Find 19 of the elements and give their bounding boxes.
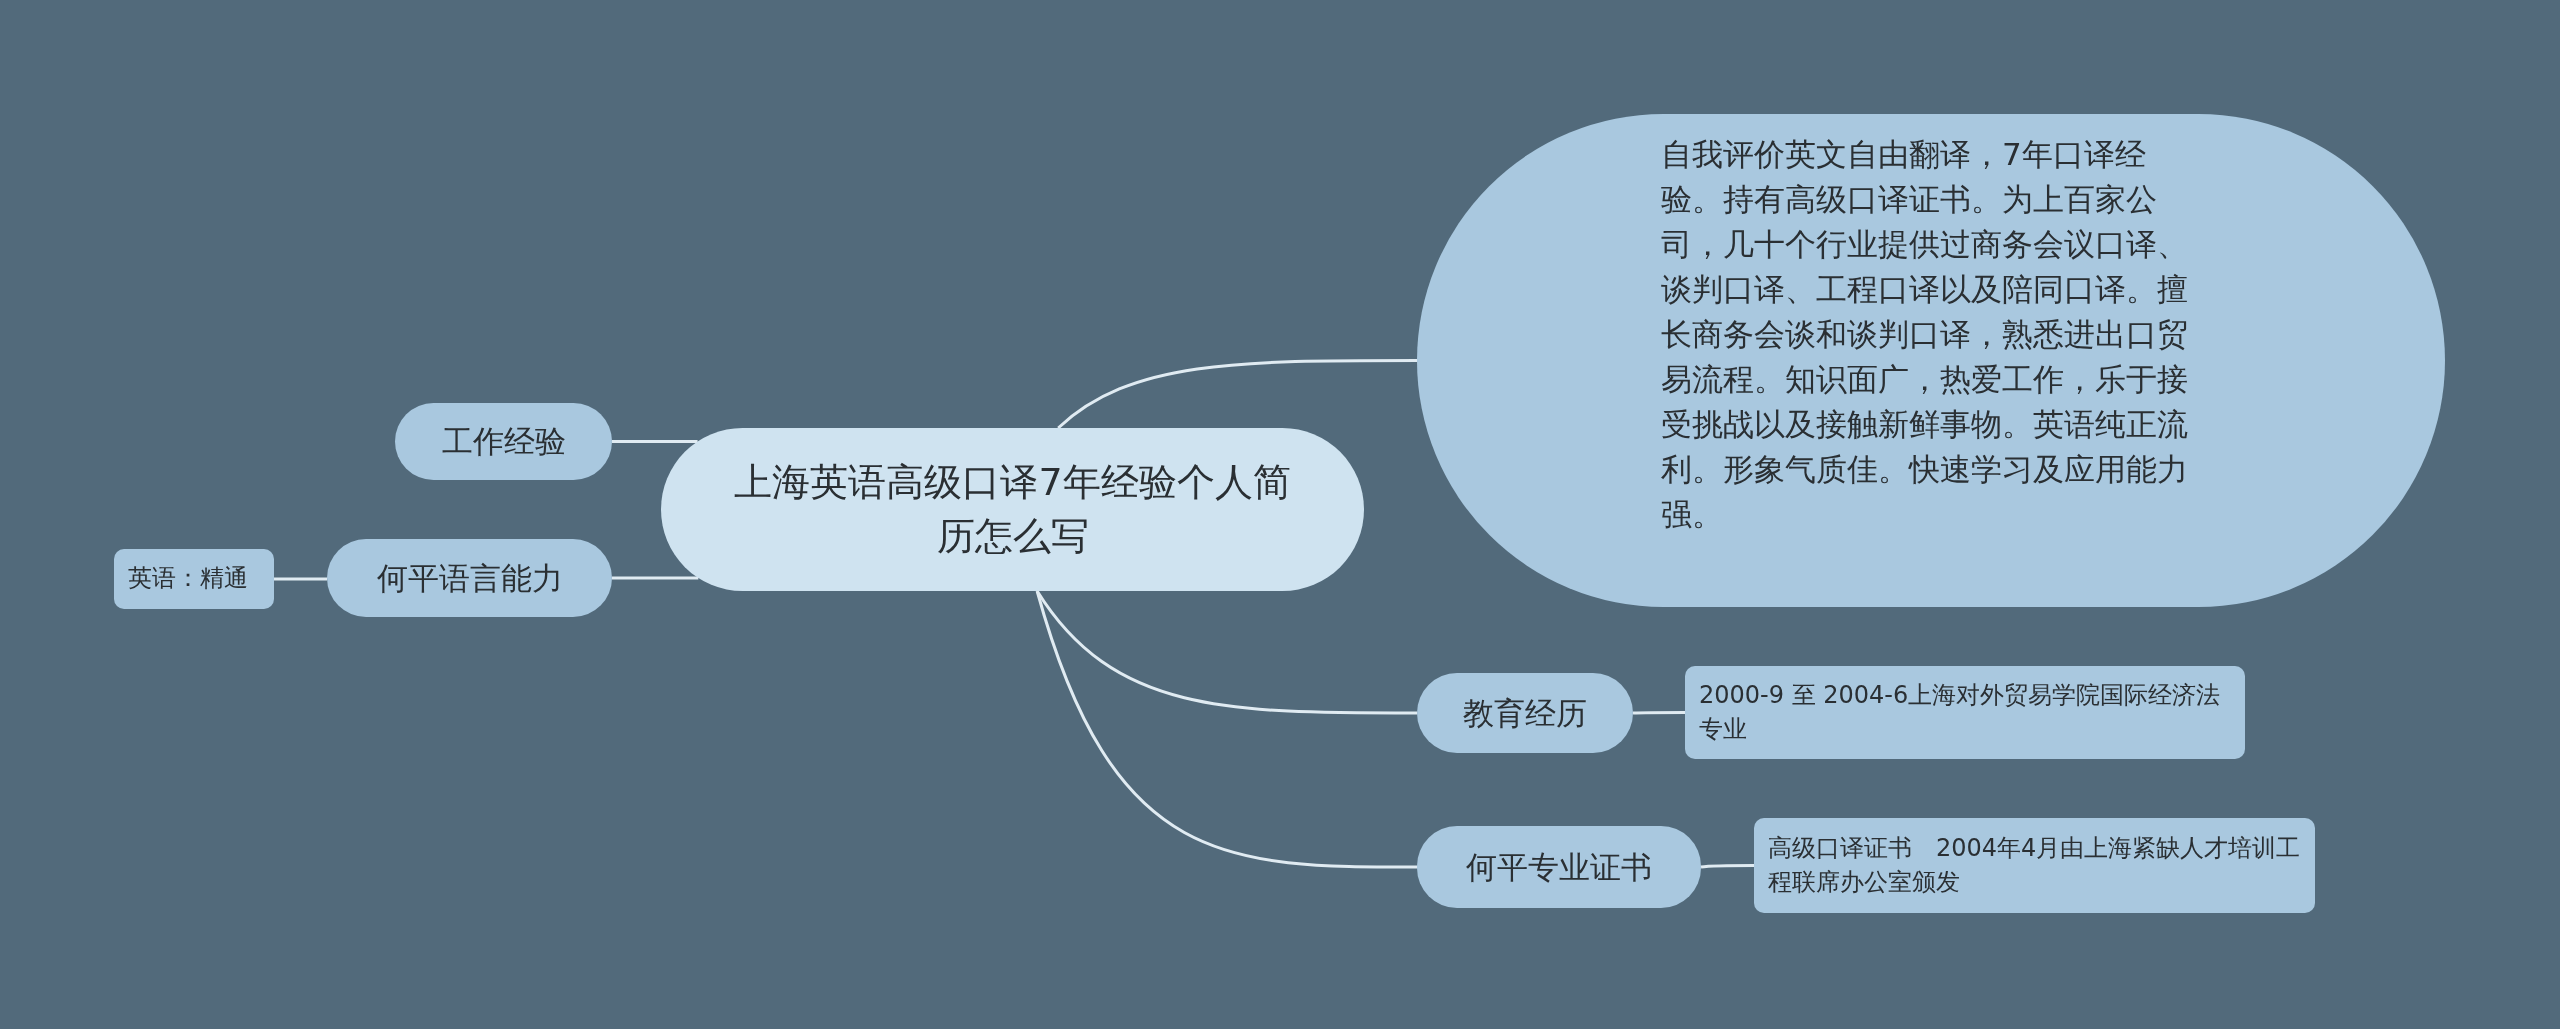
connector-line	[1700, 864, 1754, 869]
connector-line	[612, 576, 699, 580]
node-text: 英语：精通	[128, 563, 249, 595]
detail-card	[114, 549, 274, 609]
detail-card	[1685, 666, 2245, 759]
node-text: 工作经验	[441, 422, 566, 462]
node-text: 教育经历	[1463, 693, 1587, 733]
connector-line	[1057, 359, 1417, 430]
detail-card	[1754, 818, 2315, 913]
node-text: 上海英语高级口译7年经验个人简历怎么写	[733, 459, 1292, 560]
node-text: 何平语言能力	[376, 558, 563, 598]
node-text: 自我评价英文自由翻译，7年口译经验。持有高级口译证书。为上百家公司，几十个行业提供过商务会议口译、谈判口译、工程口译以及陪同口译。擅长商务会谈和谈判口译，熟悉进出口贸易流程。知识面广，热爱工作，乐于接受挑战以及接触新鲜事物。英语纯正流利。形象气质佳。快速学习及应用能力强。	[1661, 135, 2189, 534]
connector-line	[274, 577, 327, 581]
connector-line	[1632, 711, 1685, 715]
node-text: 何平专业证书	[1466, 847, 1652, 887]
node-text: 2000-9 至 2004-6上海对外贸易学院国际经济法专业	[1699, 679, 2222, 745]
connector-line	[1035, 590, 1417, 869]
connector-line	[612, 440, 698, 443]
node-text: 高级口译证书 2004年4月由上海紧缺人才培训工程联席办公室颁发	[1768, 832, 2301, 898]
